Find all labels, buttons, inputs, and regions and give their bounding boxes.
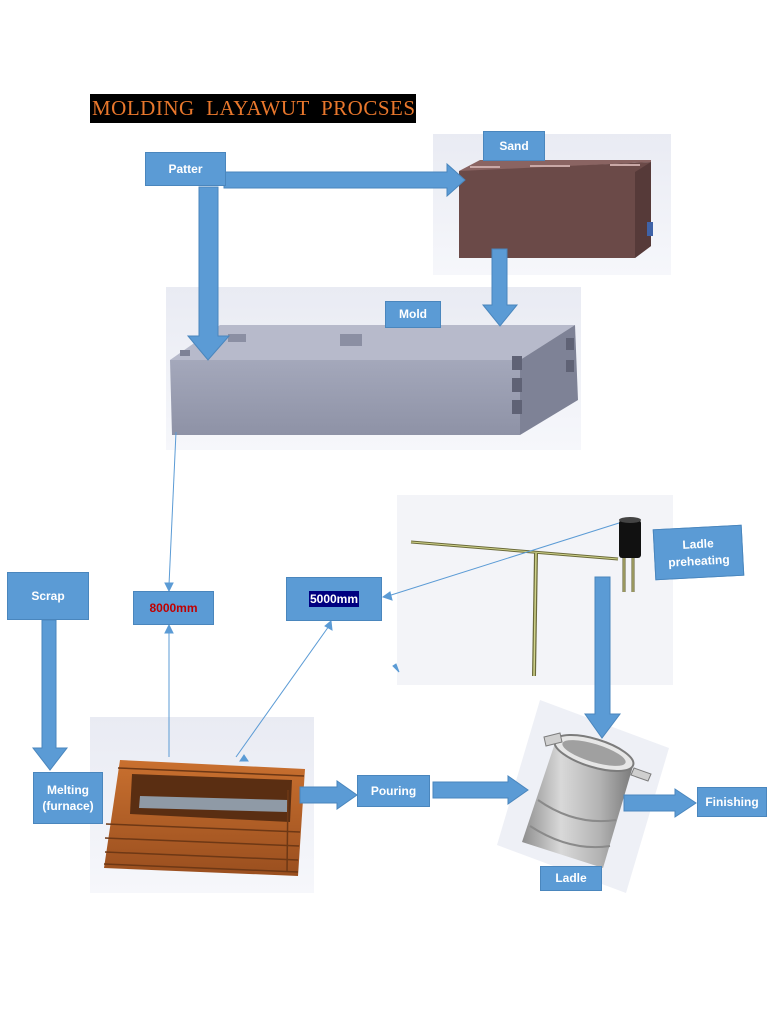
label-scrap: Scrap	[7, 572, 89, 620]
label-finishing: Finishing	[697, 787, 767, 817]
dimension-arrowhead	[324, 620, 333, 631]
stray-arrowhead	[392, 663, 400, 673]
sand-block-image	[433, 134, 671, 275]
dimension-lines	[164, 431, 620, 762]
label-sand: Sand	[483, 131, 545, 161]
arrow-patter-to-sand	[223, 162, 466, 198]
label-dimension-8000: 8000mm	[133, 591, 214, 625]
arrow-patter-to-mold	[186, 186, 231, 361]
label-ladle-preheating: Ladle preheating	[652, 524, 745, 581]
dimension-line-5000-lower	[235, 625, 330, 758]
label-patter: Patter	[145, 152, 226, 186]
label-mold: Mold	[385, 301, 441, 328]
label-pouring: Pouring	[357, 775, 430, 807]
furnace-image	[90, 717, 314, 893]
arrow-sand-to-mold	[481, 248, 519, 327]
label-dimension-5000: 5000mm	[286, 577, 382, 621]
dimension-arrowhead	[381, 591, 393, 601]
dimension-arrowhead	[239, 754, 249, 762]
arrow-furnace-to-pouring	[299, 780, 358, 810]
label-melting-furnace: Melting (furnace)	[33, 772, 103, 824]
dimension-line-5000-upper	[387, 522, 620, 597]
arrow-ladle-to-finishing	[623, 788, 697, 818]
ladle-preheating-frame-image	[397, 495, 673, 685]
ladle-image	[497, 700, 669, 893]
dimension-line-8000-upper	[168, 431, 177, 586]
dimension-arrowhead	[164, 623, 174, 634]
arrow-scrap-to-melting	[31, 619, 69, 771]
arrow-pouring-to-ladle	[432, 775, 529, 805]
label-ladle: Ladle	[540, 866, 602, 891]
dimension-5000-highlight: 5000mm	[308, 590, 360, 608]
page-title: MOLDING LAYAWUT PROCSES	[90, 94, 416, 123]
mold-box-image	[166, 287, 581, 450]
dimension-arrowhead	[164, 582, 174, 593]
arrow-preheating-to-ladle	[584, 576, 621, 739]
flow-arrows	[31, 162, 697, 818]
